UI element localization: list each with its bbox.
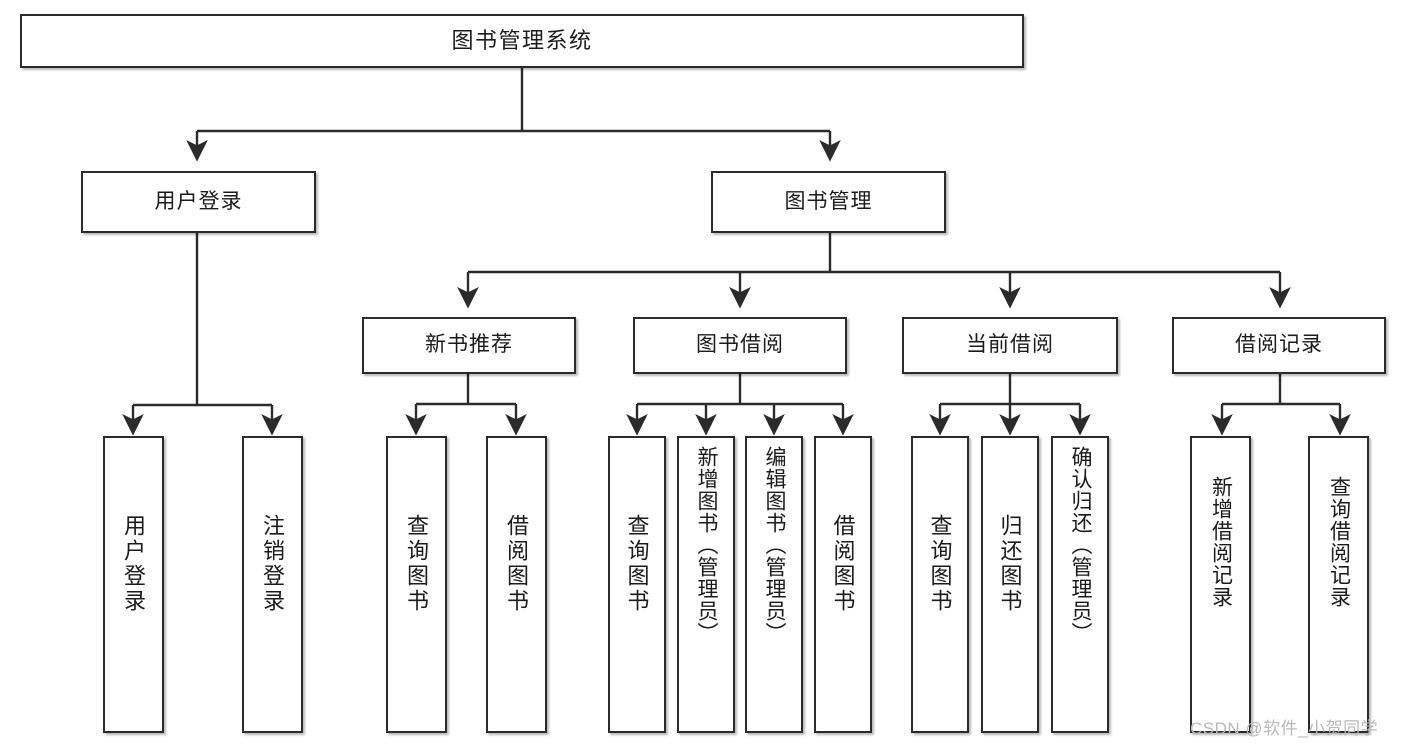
node-label: 查询借阅记录 — [1327, 476, 1351, 608]
node-label: 新书推荐 — [425, 333, 513, 357]
node-label: 用户登录 — [154, 189, 243, 213]
node-user-login[interactable]: 用户登录 — [81, 171, 316, 233]
node-label: 归还图书 — [997, 514, 1023, 614]
leaf-record-query-record[interactable]: 查询借阅记录 — [1308, 436, 1369, 733]
node-label: 确认归还（管理员） — [1069, 446, 1093, 644]
node-label: 查询图书 — [927, 514, 953, 614]
node-label: 注销登录 — [260, 514, 286, 614]
node-new-book-recommend[interactable]: 新书推荐 — [362, 317, 576, 374]
leaf-current-confirm-return-admin[interactable]: 确认归还（管理员） — [1051, 436, 1109, 733]
node-label: 新增图书（管理员） — [695, 446, 719, 644]
node-label: 图书管理系统 — [451, 28, 593, 54]
node-label: 借阅记录 — [1235, 333, 1323, 357]
node-label: 用户登录 — [121, 514, 147, 614]
leaf-current-query-book[interactable]: 查询图书 — [911, 436, 969, 733]
leaf-user-login-signin[interactable]: 用户登录 — [103, 436, 164, 733]
watermark: CSDN @软件_小贺同学 — [1190, 719, 1379, 738]
leaf-new-book-borrow[interactable]: 借阅图书 — [486, 436, 547, 733]
node-label: 图书借阅 — [696, 333, 784, 357]
node-current-borrow[interactable]: 当前借阅 — [902, 317, 1118, 374]
node-label: 编辑图书（管理员） — [763, 446, 787, 644]
node-label: 当前借阅 — [966, 333, 1054, 357]
node-book-borrow[interactable]: 图书借阅 — [633, 317, 847, 374]
leaf-current-return-book[interactable]: 归还图书 — [981, 436, 1039, 733]
leaf-new-book-query[interactable]: 查询图书 — [386, 436, 447, 733]
leaf-user-login-signout[interactable]: 注销登录 — [242, 436, 303, 733]
node-label: 借阅图书 — [830, 514, 856, 614]
node-label: 查询图书 — [404, 514, 430, 614]
node-label: 新增借阅记录 — [1209, 476, 1233, 608]
node-label: 借阅图书 — [504, 514, 530, 614]
leaf-borrow-add-book-admin[interactable]: 新增图书（管理员） — [677, 436, 735, 733]
node-label: 查询图书 — [624, 514, 650, 614]
node-label: 图书管理 — [784, 189, 873, 213]
leaf-borrow-edit-book-admin[interactable]: 编辑图书（管理员） — [745, 436, 803, 733]
node-borrow-record[interactable]: 借阅记录 — [1172, 317, 1386, 374]
leaf-record-add-record[interactable]: 新增借阅记录 — [1190, 436, 1251, 733]
node-root-system[interactable]: 图书管理系统 — [20, 14, 1024, 68]
leaf-borrow-query-book[interactable]: 查询图书 — [608, 436, 666, 733]
leaf-borrow-borrow-book[interactable]: 借阅图书 — [814, 436, 872, 733]
node-book-management[interactable]: 图书管理 — [711, 171, 946, 233]
